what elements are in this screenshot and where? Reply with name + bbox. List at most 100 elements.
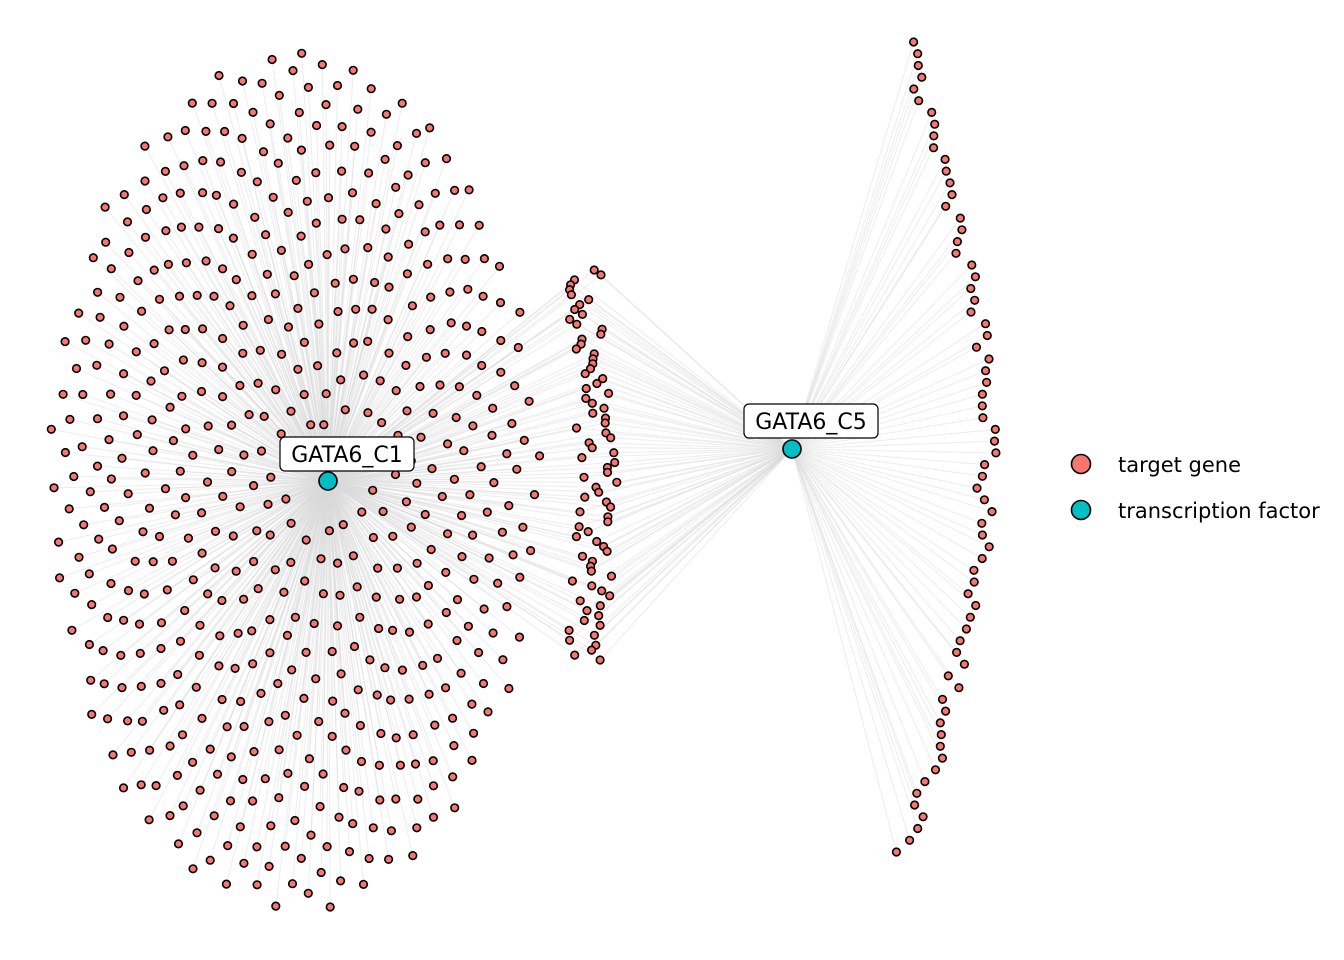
target-gene-node[interactable] (92, 461, 103, 471)
target-gene-node[interactable] (394, 209, 404, 219)
target-gene-node[interactable] (912, 788, 922, 798)
target-gene-node[interactable] (977, 530, 988, 540)
target-gene-node[interactable] (118, 783, 129, 793)
target-gene-node[interactable] (116, 650, 126, 661)
target-gene-node[interactable] (136, 681, 146, 692)
target-gene-node[interactable] (188, 864, 198, 874)
target-gene-node[interactable] (518, 522, 528, 532)
target-gene-node[interactable] (961, 624, 972, 634)
target-gene-node[interactable] (314, 716, 324, 727)
target-gene-node[interactable] (195, 620, 205, 630)
target-gene-node[interactable] (441, 567, 451, 578)
target-gene-node[interactable] (423, 619, 433, 629)
target-gene-node[interactable] (174, 291, 185, 301)
target-gene-node[interactable] (585, 364, 596, 374)
target-gene-node[interactable] (179, 161, 189, 171)
target-gene-node[interactable] (504, 683, 514, 694)
target-gene-node[interactable] (575, 507, 585, 517)
tf-node-gata6-c5[interactable]: GATA6_C5 (743, 403, 879, 459)
target-gene-node[interactable] (134, 619, 145, 629)
target-gene-node[interactable] (114, 516, 124, 526)
target-gene-node[interactable] (445, 287, 455, 297)
target-gene-node[interactable] (450, 185, 460, 195)
target-gene-node[interactable] (237, 76, 248, 86)
target-gene-node[interactable] (214, 444, 224, 455)
target-gene-node[interactable] (570, 650, 580, 660)
target-gene-node[interactable] (141, 204, 151, 215)
target-gene-node[interactable] (581, 393, 591, 404)
target-gene-node[interactable] (247, 626, 257, 636)
target-gene-node[interactable] (524, 396, 534, 406)
target-gene-node[interactable] (138, 527, 148, 537)
target-gene-node[interactable] (951, 647, 962, 658)
target-gene-node[interactable] (100, 202, 110, 212)
target-gene-node[interactable] (335, 590, 345, 600)
target-gene-node[interactable] (158, 193, 168, 203)
target-gene-node[interactable] (354, 786, 364, 796)
target-gene-node[interactable] (293, 364, 303, 374)
target-gene-node[interactable] (196, 386, 207, 397)
target-gene-node[interactable] (891, 847, 902, 857)
target-gene-node[interactable] (388, 625, 398, 636)
target-gene-node[interactable] (534, 451, 545, 461)
target-gene-node[interactable] (936, 729, 946, 740)
target-gene-node[interactable] (131, 347, 141, 357)
target-gene-node[interactable] (108, 750, 118, 760)
target-gene-node[interactable] (959, 659, 970, 669)
target-gene-node[interactable] (592, 536, 602, 547)
target-gene-node[interactable] (92, 414, 103, 424)
target-gene-node[interactable] (504, 501, 514, 511)
target-gene-node[interactable] (595, 655, 605, 665)
target-gene-node[interactable] (432, 653, 443, 664)
target-gene-node[interactable] (943, 671, 953, 681)
target-gene-node[interactable] (192, 828, 202, 838)
target-gene-node[interactable] (140, 468, 150, 478)
target-gene-node[interactable] (139, 589, 149, 599)
target-gene-node[interactable] (78, 389, 88, 400)
target-gene-node[interactable] (188, 757, 198, 767)
target-gene-node[interactable] (602, 467, 613, 478)
target-gene-node[interactable] (348, 818, 358, 829)
target-gene-node[interactable] (244, 410, 254, 420)
target-gene-node[interactable] (250, 212, 260, 222)
target-gene-node[interactable] (376, 728, 386, 739)
target-gene-node[interactable] (945, 178, 955, 188)
target-gene-node[interactable] (336, 876, 346, 886)
target-gene-node[interactable] (463, 621, 474, 631)
target-gene-node[interactable] (273, 678, 283, 689)
target-gene-node[interactable] (249, 556, 259, 567)
target-gene-node[interactable] (496, 335, 506, 346)
target-gene-node[interactable] (378, 506, 388, 517)
target-gene-node[interactable] (264, 716, 274, 727)
target-gene-node[interactable] (238, 348, 248, 358)
target-gene-node[interactable] (348, 274, 359, 284)
target-gene-node[interactable] (122, 217, 133, 227)
target-gene-node[interactable] (164, 325, 174, 335)
target-gene-node[interactable] (154, 294, 165, 304)
target-gene-node[interactable] (248, 796, 258, 806)
target-gene-node[interactable] (909, 84, 919, 94)
target-gene-node[interactable] (137, 306, 147, 316)
target-gene-node[interactable] (197, 713, 207, 724)
target-gene-node[interactable] (587, 581, 597, 591)
target-gene-node[interactable] (970, 272, 981, 282)
target-gene-node[interactable] (165, 402, 175, 412)
target-gene-node[interactable] (448, 713, 458, 723)
target-gene-node[interactable] (908, 37, 919, 47)
target-gene-node[interactable] (103, 612, 113, 623)
target-gene-node[interactable] (119, 321, 129, 331)
target-gene-node[interactable] (218, 264, 228, 274)
target-gene-node[interactable] (177, 391, 187, 401)
tf-node-gata6-c1[interactable]: GATA6_C1 (279, 436, 415, 491)
target-gene-node[interactable] (577, 551, 588, 561)
target-gene-node[interactable] (149, 265, 159, 275)
target-gene-node[interactable] (159, 705, 169, 715)
target-gene-node[interactable] (469, 574, 479, 584)
target-gene-node[interactable] (966, 307, 976, 317)
target-gene-node[interactable] (479, 254, 490, 264)
target-gene-node[interactable] (299, 389, 309, 400)
target-gene-node[interactable] (979, 495, 990, 505)
target-gene-node[interactable] (262, 269, 272, 279)
target-gene-node[interactable] (252, 842, 262, 852)
target-gene-node[interactable] (215, 631, 225, 641)
